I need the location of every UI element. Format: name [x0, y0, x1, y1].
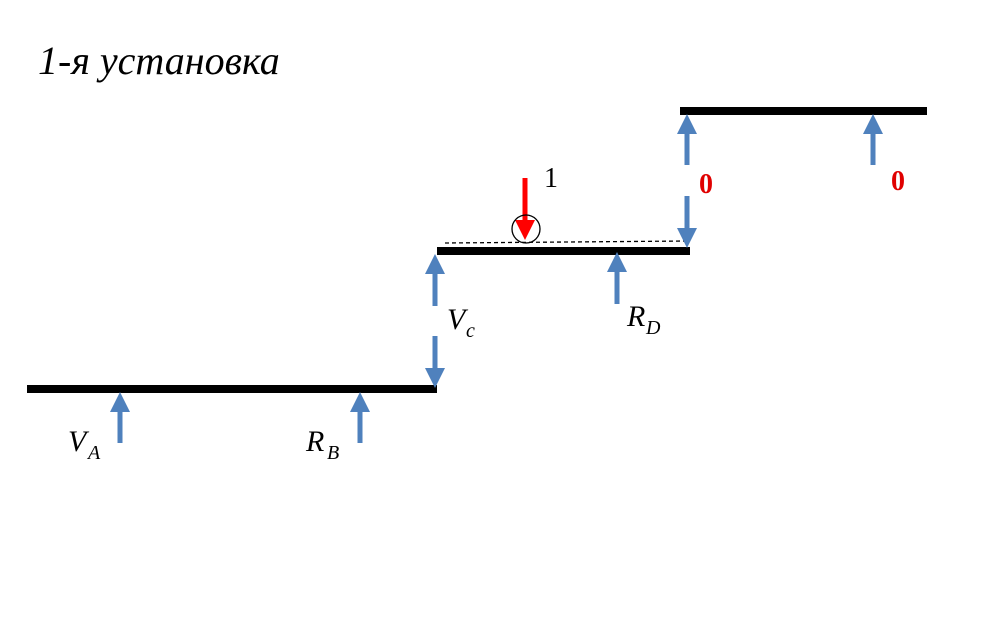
label-vc: V c — [447, 303, 475, 342]
label-rb-sub: B — [327, 442, 339, 464]
label-va: V A — [68, 425, 101, 464]
label-va-sub: A — [86, 442, 101, 464]
label-vc-sub: c — [466, 320, 475, 342]
diagram-title: 1-я установка — [38, 38, 280, 83]
label-rd: R D — [626, 300, 661, 339]
label-rb: R B — [305, 425, 339, 464]
label-va-main: V — [68, 425, 90, 458]
label-rd-sub: D — [645, 317, 661, 339]
label-rd-main: R — [626, 300, 645, 333]
unit-load-circle — [511, 214, 541, 244]
label-vc-main: V — [447, 303, 469, 336]
dashed-deflection-line — [444, 240, 691, 244]
zero-label-hinge: 0 — [699, 169, 713, 200]
zero-label-support: 0 — [891, 166, 905, 197]
label-rb-main: R — [305, 425, 324, 458]
unit-load-label: 1 — [544, 163, 558, 194]
